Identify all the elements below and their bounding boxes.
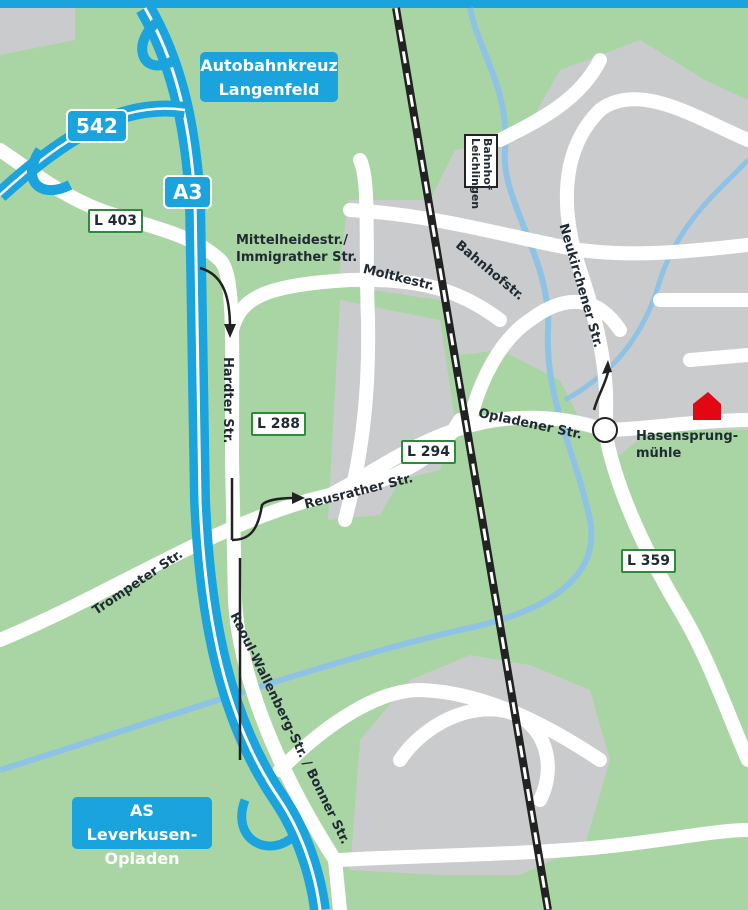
- interchange-ramp-west: [27, 147, 73, 195]
- street-label-hardter: Hardter Str.: [220, 357, 235, 444]
- hasensprung-line1: Hasensprung-: [636, 429, 739, 444]
- place-label-hasensprungmuehle: Hasensprung- mühle: [636, 428, 738, 462]
- motorway-shield-a542: 542: [66, 109, 128, 143]
- route-arrow-neukirchener: [592, 371, 610, 411]
- railway-line: [392, 7, 552, 910]
- route-arrowhead-reusrather-icon: [292, 492, 305, 504]
- station-line1: Bahnhof: [481, 138, 494, 190]
- mittelheide-line1: Mittelheidestr./: [236, 233, 348, 248]
- interchange-line2: Langenfeld: [218, 80, 320, 99]
- interchange-ramp-north: [137, 15, 178, 71]
- motorway-shield-a3: A3: [163, 175, 213, 209]
- exit-line1: AS Leverkusen-: [86, 801, 198, 844]
- road-sign-l403: L 403: [88, 209, 144, 233]
- road-sign-l294: L 294: [401, 440, 457, 464]
- road-sign-l288: L 288: [251, 412, 307, 436]
- interchange-sign: Autobahnkreuz Langenfeld: [200, 52, 338, 102]
- street-label-mittelheide: Mittelheidestr./ Immigrather Str.: [236, 232, 357, 266]
- route-arrowhead-neukirchener-icon: [602, 360, 612, 374]
- mittelheide-line2: Immigrather Str.: [236, 250, 358, 265]
- house-marker-icon[interactable]: [693, 392, 721, 420]
- station-sign: Bahnhof Leichlingen: [464, 134, 498, 210]
- route-arrow-icon: [199, 266, 232, 329]
- route-turn-reusrather: [231, 496, 296, 542]
- roundabout: [592, 417, 618, 443]
- interchange-line1: Autobahnkreuz: [200, 56, 338, 75]
- river-wupper: [0, 7, 595, 773]
- road-sign-l359: L 359: [621, 549, 677, 573]
- area-top-left: [0, 8, 75, 55]
- hasensprung-line2: mühle: [636, 446, 682, 461]
- route-arrowhead-icon: [224, 324, 236, 338]
- exit-line2: Opladen: [104, 849, 180, 868]
- motorway-a3-median: [143, 7, 322, 910]
- station-line2: Leichlingen: [469, 138, 482, 210]
- area-south: [350, 655, 610, 875]
- exit-ramp-south: [237, 798, 299, 851]
- top-border: [0, 0, 748, 8]
- exit-sign: AS Leverkusen- Opladen: [72, 797, 212, 868]
